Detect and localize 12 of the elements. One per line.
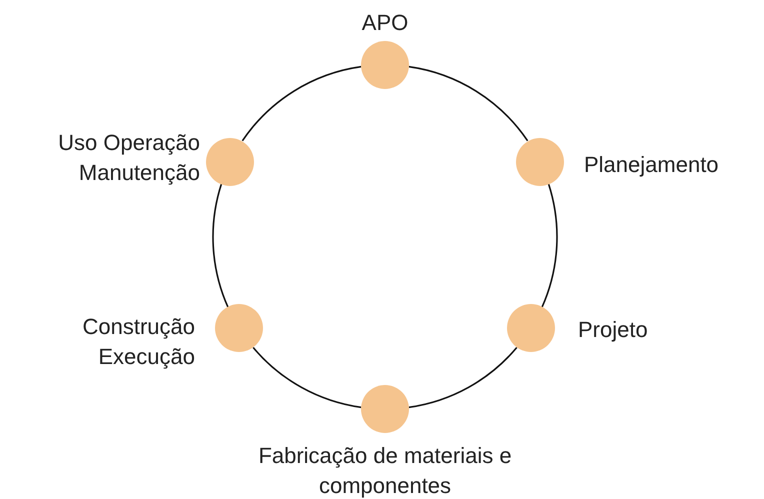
stage-label: Fabricação de materiais e componentes xyxy=(257,442,513,499)
connector-arc xyxy=(242,66,362,142)
connector-arc xyxy=(212,184,229,308)
connector-arc xyxy=(408,66,528,142)
connector-arc xyxy=(541,184,558,308)
stage-label: Planejamento xyxy=(584,151,720,179)
stage-label: Construção Execução xyxy=(81,313,195,371)
stage-label: APO xyxy=(360,9,410,37)
stage-label: Projeto xyxy=(578,316,649,344)
connector-arc xyxy=(252,347,362,408)
stage-label: Uso Operação Manutenção xyxy=(57,129,200,187)
connector-arc xyxy=(408,347,518,408)
